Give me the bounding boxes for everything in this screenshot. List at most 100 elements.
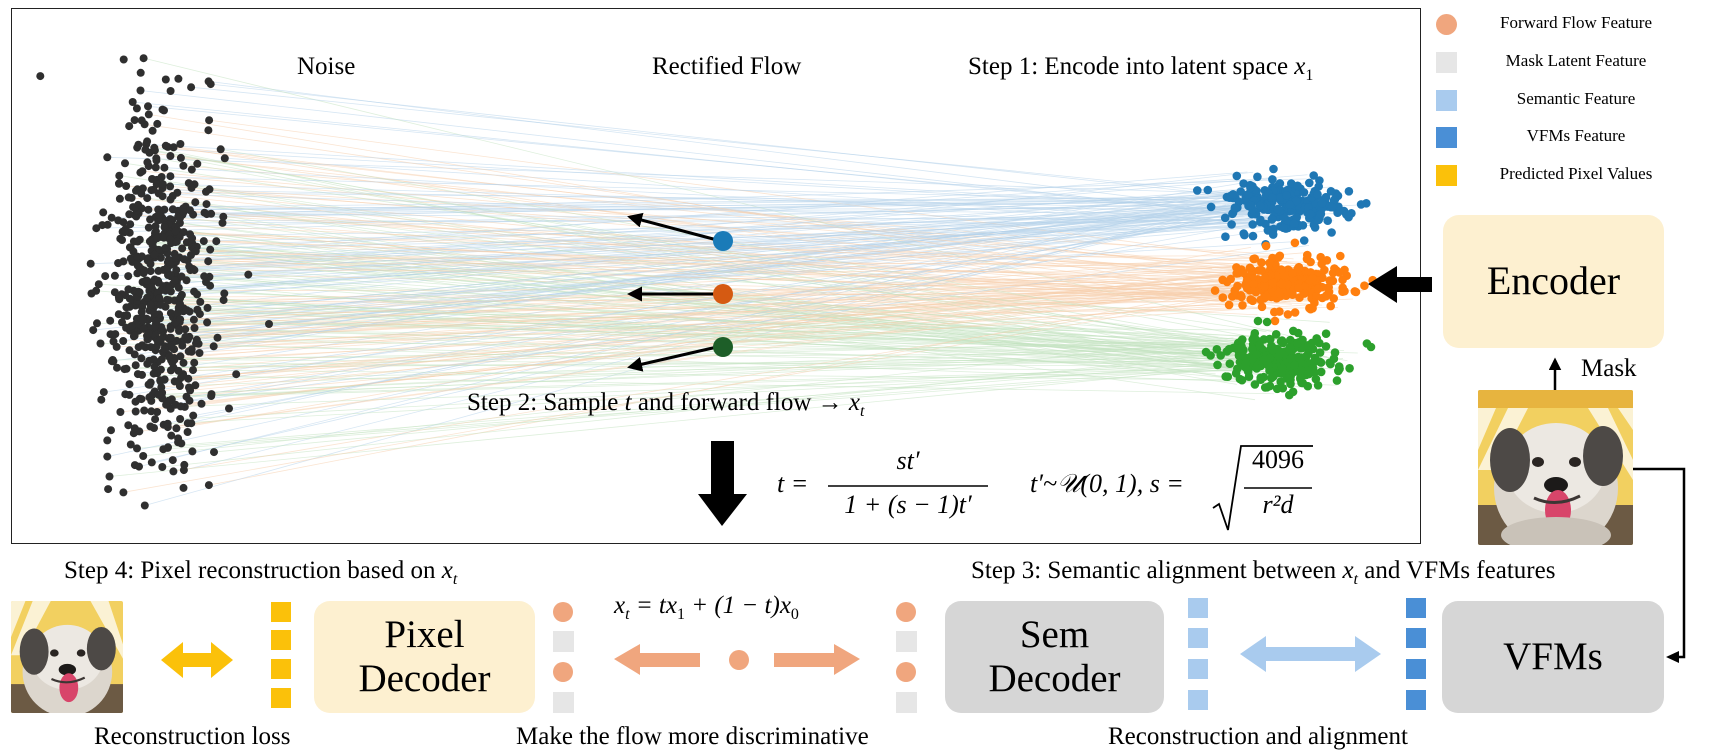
- noise-point: [178, 341, 187, 350]
- noise-point: [190, 324, 199, 332]
- pixel-decoder-line1: Pixel: [384, 613, 465, 657]
- latent-point: [1231, 369, 1241, 378]
- step2-rest: and forward flow →: [631, 389, 849, 416]
- noise-point: [172, 266, 181, 275]
- latent-point: [1290, 308, 1300, 317]
- latent-point: [1242, 358, 1251, 368]
- latent-point: [1271, 330, 1281, 339]
- legend-item: VFMs Feature: [1436, 125, 1716, 153]
- noise-point: [157, 173, 166, 181]
- noise-point: [148, 126, 157, 135]
- noise-point: [123, 311, 131, 320]
- latent-point: [1218, 293, 1228, 302]
- legend-item: Semantic Feature: [1436, 88, 1716, 116]
- vfms-feature: [1406, 628, 1426, 648]
- noise-point: [137, 116, 146, 125]
- noise-point: [152, 342, 161, 351]
- noise-point: [195, 349, 204, 357]
- step4-text: Step 4: Pixel reconstruction based on: [64, 557, 442, 584]
- latent-point: [1316, 358, 1326, 367]
- noise-point: [176, 352, 185, 361]
- latent-point: [1269, 164, 1278, 174]
- latent-point: [1282, 191, 1291, 200]
- alignment-double-arrow: [1240, 636, 1381, 672]
- flow-arrow-left: [614, 644, 700, 675]
- latent-point: [1213, 360, 1222, 370]
- forward-flow-feature: [896, 662, 916, 682]
- noise-point: [151, 163, 160, 172]
- latent-point: [1342, 210, 1351, 219]
- mask-latent-feature: [896, 692, 917, 713]
- flow-trajectory-line: [140, 90, 1244, 216]
- latent-point: [1267, 193, 1277, 202]
- vfms-feature: [1406, 659, 1426, 679]
- noise-point: [104, 485, 113, 494]
- latent-point: [1230, 286, 1239, 295]
- noise-point: [190, 266, 199, 275]
- noise-point: [150, 424, 158, 432]
- noise-point: [156, 377, 165, 386]
- noise-point: [166, 333, 175, 342]
- noise-point: [125, 380, 134, 389]
- latent-point: [1227, 220, 1236, 229]
- noise-point: [189, 366, 197, 375]
- flow-trajectory-line: [162, 183, 1324, 216]
- legend-item: Predicted Pixel Values: [1436, 163, 1716, 191]
- latent-point: [1193, 186, 1202, 195]
- noise-point: [121, 159, 129, 168]
- noise-point: [126, 254, 135, 263]
- latent-point: [1239, 179, 1248, 188]
- latent-point: [1260, 383, 1270, 392]
- green-latent-cluster: [1201, 316, 1376, 400]
- noise-point: [174, 74, 183, 83]
- flow-trajectory-line: [143, 337, 1234, 457]
- noise-point: [110, 271, 119, 280]
- noise-point: [120, 228, 129, 237]
- step2-sub: t: [860, 403, 865, 420]
- noise-point: [163, 419, 172, 428]
- noise-point: [202, 210, 211, 219]
- flow-trajectory-line: [90, 223, 1300, 265]
- flow-trajectory-line: [197, 309, 1307, 372]
- step2-label: Step 2: Sample t and forward flow → xt: [467, 389, 864, 421]
- noise-point: [142, 276, 151, 285]
- noise-point: [166, 260, 175, 269]
- noise-point: [101, 272, 110, 281]
- noise-point: [189, 411, 198, 420]
- flow-trajectory-line: [198, 343, 1338, 386]
- noise-point: [140, 406, 149, 415]
- noise-point: [167, 431, 176, 440]
- noise-point: [204, 126, 213, 135]
- noise-point: [161, 141, 170, 150]
- noise-point: [124, 193, 133, 202]
- flow-trajectory-line: [193, 369, 1262, 381]
- latent-point: [1312, 291, 1321, 301]
- latent-point: [1345, 364, 1354, 373]
- noise-point: [135, 462, 143, 471]
- noise-point: [192, 335, 201, 344]
- noise-point: [174, 283, 183, 292]
- semantic-feature: [1188, 659, 1208, 679]
- noise-point: [133, 252, 141, 261]
- latent-point: [1257, 258, 1266, 267]
- flow-trajectory-line: [204, 275, 1240, 368]
- noise-point: [137, 308, 146, 317]
- latent-point: [1262, 292, 1271, 302]
- noise-point: [132, 104, 141, 113]
- flow-trajectory-line: [210, 178, 1237, 251]
- flow-trajectory-line: [167, 283, 1249, 428]
- predicted-pixel-swatch: [271, 659, 291, 679]
- noise-point: [166, 235, 175, 244]
- noise-point: [185, 396, 194, 405]
- latent-point: [1268, 175, 1277, 184]
- flow-trajectory-line: [191, 247, 1296, 367]
- noise-point: [185, 307, 194, 316]
- noise-label: Noise: [297, 53, 356, 80]
- latent-point: [1298, 221, 1308, 230]
- latent-point: [1232, 269, 1241, 278]
- latent-point: [1315, 348, 1325, 357]
- flow-trajectory-line: [149, 295, 1310, 361]
- noise-point: [147, 458, 156, 467]
- noise-point: [152, 317, 161, 326]
- latent-point: [1262, 317, 1272, 327]
